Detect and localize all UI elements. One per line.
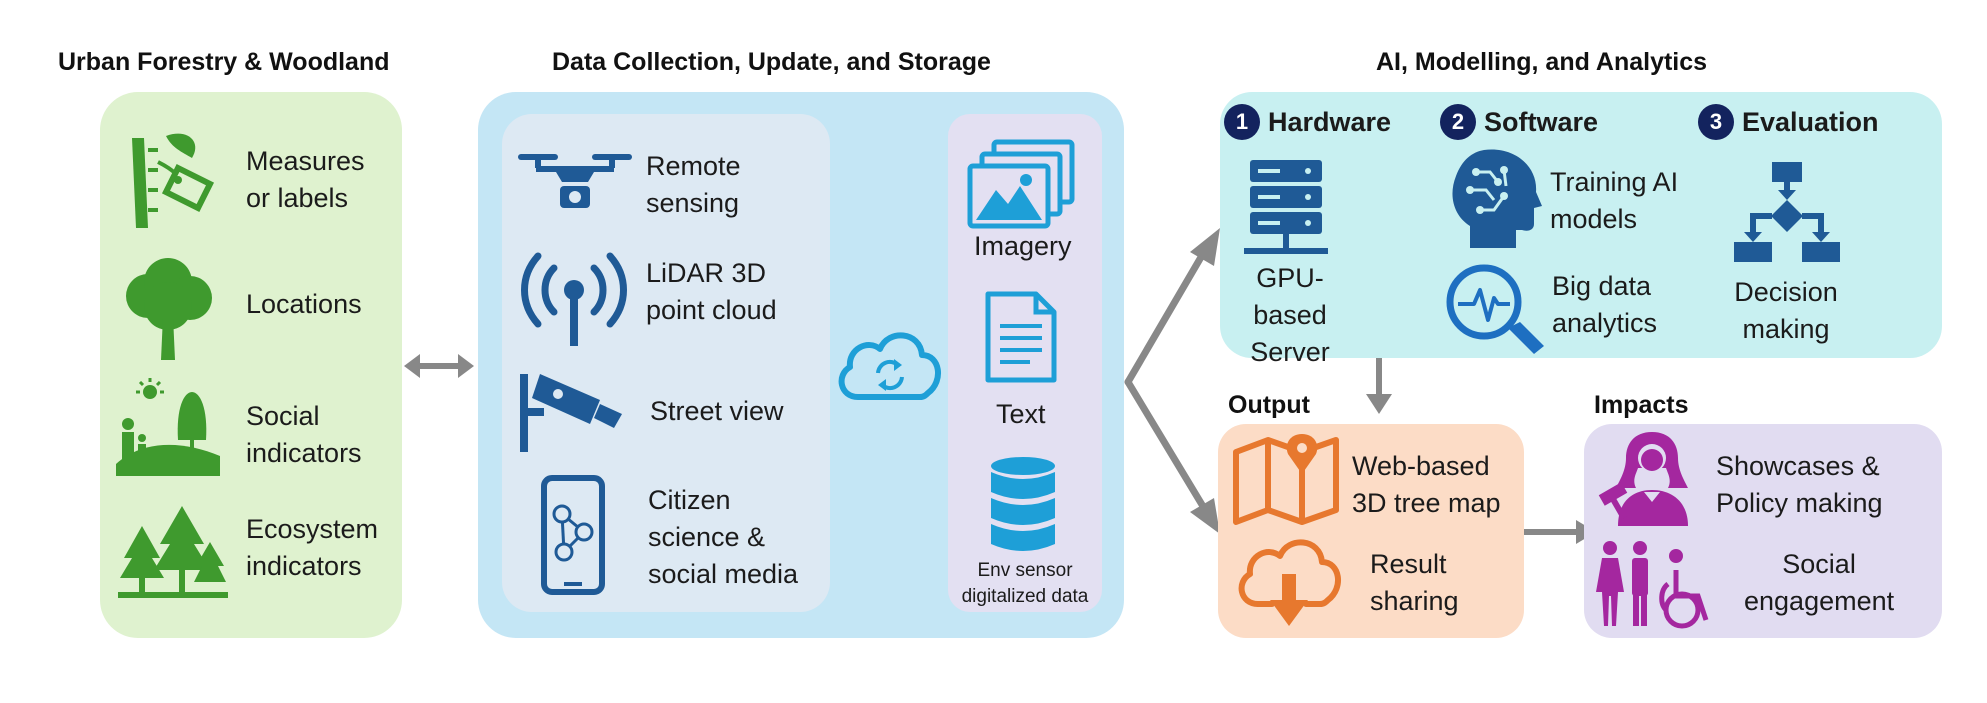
evaluation-number-badge: 3 <box>1698 104 1734 140</box>
people-inclusive-icon <box>1596 541 1709 629</box>
bidirectional-arrow <box>404 354 474 378</box>
document-icon <box>985 291 1057 383</box>
magnifier-analytics-icon <box>1446 264 1544 354</box>
impacts-heading: Impacts <box>1594 391 1689 419</box>
software-title: Software <box>1484 106 1599 137</box>
policy-making-label: Showcases &Policy making <box>1716 451 1883 518</box>
software-number-badge: 2 <box>1440 104 1476 140</box>
drone-icon <box>518 154 632 208</box>
hardware-number-badge: 1 <box>1224 104 1260 140</box>
flowchart-icon <box>1734 162 1840 262</box>
server-icon <box>1244 160 1328 254</box>
branch-arrows <box>1124 228 1220 534</box>
urban-forestry-heading: Urban Forestry & Woodland <box>58 48 390 76</box>
data-sources-panel <box>502 114 830 612</box>
map-pin-icon <box>1233 434 1339 525</box>
hardware-title: Hardware <box>1268 106 1392 137</box>
street-camera-icon <box>520 374 622 452</box>
software-section-header: 2 Software <box>1440 104 1598 140</box>
cloud-sync-icon <box>838 332 941 400</box>
text-label: Text <box>996 399 1046 429</box>
locations-label: Locations <box>246 289 362 319</box>
hardware-section-header: 1 Hardware <box>1224 104 1391 140</box>
judge-icon <box>1598 432 1688 526</box>
ai-to-output-arrow <box>1366 358 1392 414</box>
tree-icon <box>126 258 212 360</box>
data-collection-heading: Data Collection, Update, and Storage <box>552 48 991 76</box>
evaluation-title: Evaluation <box>1742 106 1879 137</box>
street-view-label: Street view <box>650 396 784 426</box>
evaluation-section-header: 3 Evaluation <box>1698 104 1879 140</box>
forest-icon <box>118 506 228 598</box>
ai-modelling-heading: AI, Modelling, and Analytics <box>1376 48 1708 76</box>
tree-measurement-tag-icon <box>132 133 215 228</box>
imagery-label: Imagery <box>974 231 1072 261</box>
imagery-icon <box>967 139 1075 229</box>
lidar-signal-icon <box>521 252 627 346</box>
cloud-download-icon <box>1238 539 1341 626</box>
database-icon <box>991 457 1055 551</box>
family-park-icon <box>116 378 220 476</box>
output-heading: Output <box>1228 391 1310 419</box>
ai-head-icon <box>1452 149 1542 248</box>
smartphone-network-icon <box>541 475 605 595</box>
